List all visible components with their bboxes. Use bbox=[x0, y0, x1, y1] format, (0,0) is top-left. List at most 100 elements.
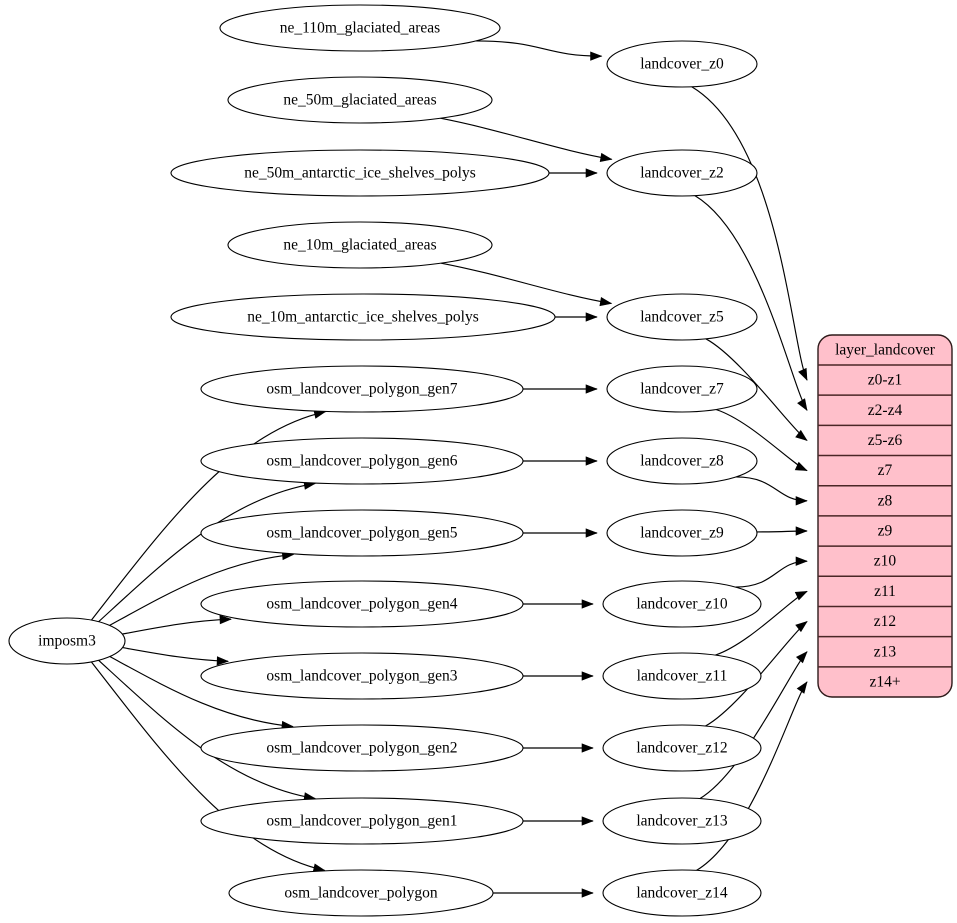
edge-ne_50m_antarctic_ice_shelves_polys-to-landcover_z2 bbox=[549, 168, 598, 178]
edge-arrowhead bbox=[581, 599, 594, 609]
edge-landcover_z7-to-layer_landcover-z7 bbox=[715, 408, 808, 472]
edge-line bbox=[441, 262, 612, 305]
table-row-z13[interactable]: z13 bbox=[874, 643, 897, 660]
edge-line bbox=[694, 195, 808, 411]
edge-arrowhead bbox=[795, 556, 808, 566]
node-osm_landcover_polygon_gen5[interactable]: osm_landcover_polygon_gen5 bbox=[200, 509, 524, 557]
table-row-z2-z4[interactable]: z2-z4 bbox=[868, 402, 903, 419]
node-shape bbox=[602, 652, 762, 700]
node-label: landcover_z0 bbox=[640, 56, 724, 73]
node-label: landcover_z12 bbox=[636, 740, 727, 757]
node-label: osm_landcover_polygon_gen7 bbox=[266, 381, 457, 398]
edge-arrowhead bbox=[581, 816, 594, 826]
edge-landcover_z2-to-layer_landcover-z2-z4 bbox=[694, 195, 808, 411]
table-row-z14+[interactable]: z14+ bbox=[869, 673, 900, 690]
edge-line bbox=[98, 482, 316, 623]
edge-line bbox=[440, 117, 612, 160]
node-shape bbox=[606, 365, 758, 413]
table-row-z9[interactable]: z9 bbox=[878, 523, 893, 540]
node-label: landcover_z11 bbox=[637, 668, 728, 685]
node-landcover_z0[interactable]: landcover_z0 bbox=[606, 40, 758, 88]
node-landcover_z12[interactable]: landcover_z12 bbox=[602, 724, 762, 772]
node-ne_50m_antarctic_ice_shelves_polys[interactable]: ne_50m_antarctic_ice_shelves_polys bbox=[170, 149, 550, 197]
node-landcover_z8[interactable]: landcover_z8 bbox=[606, 437, 758, 485]
edge-osm_landcover_polygon_gen5-to-landcover_z9 bbox=[523, 528, 598, 538]
node-label: landcover_z14 bbox=[636, 885, 727, 902]
node-ne_50m_glaciated_areas[interactable]: ne_50m_glaciated_areas bbox=[227, 76, 493, 124]
node-osm_landcover_polygon_gen3[interactable]: osm_landcover_polygon_gen3 bbox=[200, 652, 524, 700]
edge-line bbox=[699, 651, 808, 800]
node-label: osm_landcover_polygon_gen4 bbox=[266, 596, 457, 613]
edge-landcover_z10-to-layer_landcover-z10 bbox=[735, 556, 808, 588]
node-landcover_z14[interactable]: landcover_z14 bbox=[602, 869, 762, 917]
edge-osm_landcover_polygon-to-landcover_z14 bbox=[492, 888, 594, 898]
node-landcover_z7[interactable]: landcover_z7 bbox=[606, 365, 758, 413]
edge-arrowhead bbox=[581, 888, 594, 898]
node-label: osm_landcover_polygon bbox=[284, 885, 438, 902]
node-landcover_z11[interactable]: landcover_z11 bbox=[602, 652, 762, 700]
edge-arrowhead bbox=[585, 312, 598, 322]
node-osm_landcover_polygon_gen4[interactable]: osm_landcover_polygon_gen4 bbox=[200, 580, 524, 628]
node-shape bbox=[200, 509, 524, 557]
edge-landcover_z11-to-layer_landcover-z11 bbox=[715, 590, 808, 656]
edge-imposm3-to-osm_landcover_polygon_gen3 bbox=[122, 647, 229, 666]
node-label: ne_50m_glaciated_areas bbox=[283, 92, 436, 109]
node-imposm3[interactable]: imposm3 bbox=[8, 617, 126, 665]
edge-landcover_z13-to-layer_landcover-z13 bbox=[699, 651, 808, 800]
node-shape bbox=[227, 221, 493, 269]
edge-arrowhead bbox=[794, 591, 808, 601]
edge-line bbox=[109, 656, 294, 728]
node-shape bbox=[170, 149, 550, 197]
node-shape bbox=[606, 40, 758, 88]
edge-arrowhead bbox=[599, 152, 613, 163]
edge-line bbox=[90, 411, 326, 621]
node-osm_landcover_polygon_gen1[interactable]: osm_landcover_polygon_gen1 bbox=[200, 797, 524, 845]
table-row-z10[interactable]: z10 bbox=[874, 553, 897, 570]
node-label: imposm3 bbox=[38, 633, 96, 650]
edge-arrowhead bbox=[795, 496, 808, 506]
edge-arrowhead bbox=[795, 651, 808, 664]
node-ne_110m_glaciated_areas[interactable]: ne_110m_glaciated_areas bbox=[219, 4, 501, 52]
table-row-z11[interactable]: z11 bbox=[874, 583, 896, 600]
node-shape bbox=[200, 365, 524, 413]
table-row-z7[interactable]: z7 bbox=[878, 462, 893, 479]
node-osm_landcover_polygon_gen7[interactable]: osm_landcover_polygon_gen7 bbox=[200, 365, 524, 413]
edge-arrowhead bbox=[219, 614, 232, 625]
node-label: osm_landcover_polygon_gen2 bbox=[266, 740, 457, 757]
node-ne_10m_antarctic_ice_shelves_polys[interactable]: ne_10m_antarctic_ice_shelves_polys bbox=[170, 293, 556, 341]
node-label: ne_10m_antarctic_ice_shelves_polys bbox=[247, 309, 479, 326]
node-landcover_z2[interactable]: landcover_z2 bbox=[606, 149, 758, 197]
table-layer_landcover[interactable]: layer_landcoverz0-z1z2-z4z5-z6z7z8z9z10z… bbox=[817, 334, 953, 698]
node-label: landcover_z5 bbox=[640, 309, 724, 326]
node-landcover_z9[interactable]: landcover_z9 bbox=[606, 509, 758, 557]
node-landcover_z13[interactable]: landcover_z13 bbox=[602, 797, 762, 845]
edge-arrowhead bbox=[795, 526, 808, 536]
node-landcover_z10[interactable]: landcover_z10 bbox=[602, 580, 762, 628]
node-shape bbox=[602, 797, 762, 845]
node-osm_landcover_polygon_gen2[interactable]: osm_landcover_polygon_gen2 bbox=[200, 724, 524, 772]
node-shape bbox=[606, 149, 758, 197]
edge-landcover_z0-to-layer_landcover-z0-z1 bbox=[691, 86, 808, 381]
node-ne_10m_glaciated_areas[interactable]: ne_10m_glaciated_areas bbox=[227, 221, 493, 269]
table-row-z12[interactable]: z12 bbox=[874, 613, 896, 630]
node-osm_landcover_polygon[interactable]: osm_landcover_polygon bbox=[228, 869, 494, 917]
node-shape bbox=[602, 580, 762, 628]
node-label: ne_110m_glaciated_areas bbox=[280, 20, 440, 37]
node-osm_landcover_polygon_gen6[interactable]: osm_landcover_polygon_gen6 bbox=[200, 437, 524, 485]
node-shape bbox=[200, 652, 524, 700]
edge-line bbox=[90, 661, 325, 872]
edge-ne_10m_antarctic_ice_shelves_polys-to-landcover_z5 bbox=[555, 312, 598, 322]
node-shape bbox=[8, 617, 126, 665]
table-row-z0-z1[interactable]: z0-z1 bbox=[868, 372, 902, 389]
edge-arrowhead bbox=[581, 671, 594, 681]
node-shape bbox=[602, 724, 762, 772]
edge-landcover_z5-to-layer_landcover-z5-z6 bbox=[705, 338, 808, 441]
node-shape bbox=[602, 869, 762, 917]
table-row-z8[interactable]: z8 bbox=[878, 492, 893, 509]
edge-imposm3-to-osm_landcover_polygon_gen4 bbox=[122, 614, 232, 635]
node-label: landcover_z9 bbox=[640, 525, 724, 542]
node-landcover_z5[interactable]: landcover_z5 bbox=[606, 293, 758, 341]
table-row-z5-z6[interactable]: z5-z6 bbox=[868, 432, 903, 449]
